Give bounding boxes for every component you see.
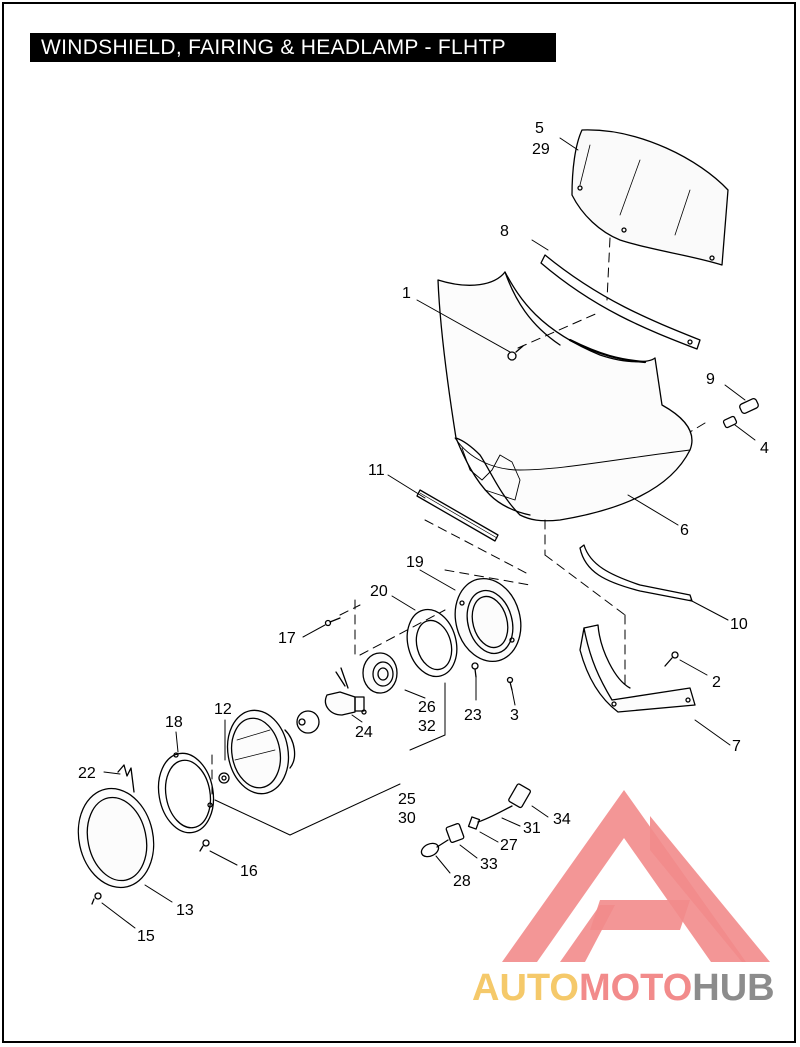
- callout-9: 9: [706, 371, 715, 388]
- screw: [199, 839, 210, 852]
- callout-1: 1: [402, 285, 411, 302]
- callout-32: 32: [418, 718, 436, 735]
- windshield: [571, 129, 729, 266]
- watermark-moto: MOTO: [579, 967, 692, 1009]
- callout-7: 7: [732, 738, 741, 755]
- windshield-fastener: [722, 398, 759, 429]
- screw: [324, 617, 341, 627]
- callout-11: 11: [368, 462, 385, 479]
- screw: [91, 892, 102, 905]
- mounting-bracket: [579, 544, 693, 602]
- screw: [507, 345, 524, 361]
- callout-20: 20: [370, 583, 388, 600]
- watermark-hub: HUB: [692, 967, 774, 1009]
- watermark-auto: AUTO: [472, 967, 579, 1009]
- screw: [361, 709, 367, 715]
- retaining-ring: [157, 752, 215, 834]
- screw: [664, 651, 679, 667]
- callout-18: 18: [165, 714, 183, 731]
- callout-23: 23: [464, 707, 482, 724]
- callout-labels: 5 29 8 1 9 4 6 11 10 2 7 19 20 17 26 32 …: [78, 120, 769, 945]
- page-title: WINDSHIELD, FAIRING & HEADLAMP - FLHTP: [30, 33, 556, 62]
- retaining-spring: [117, 764, 135, 793]
- callout-24: 24: [355, 724, 373, 741]
- screw: [506, 676, 514, 691]
- fairing: [437, 271, 693, 522]
- callout-26: 26: [418, 699, 436, 716]
- svg-text:AUTOMOTOHUB: AUTOMOTOHUB: [472, 967, 775, 1009]
- callout-19: 19: [406, 554, 424, 571]
- callout-34: 34: [553, 811, 571, 828]
- position-lamp-harness: [420, 783, 531, 858]
- callout-16: 16: [240, 863, 258, 880]
- callout-3: 3: [510, 707, 519, 724]
- lower-trim-strip: [416, 489, 499, 542]
- headlamp-mounting-ring: [454, 577, 522, 663]
- callout-13: 13: [176, 902, 194, 919]
- callout-12: 12: [214, 701, 232, 718]
- headlamp-bulb: [296, 667, 365, 734]
- callout-27: 27: [500, 837, 518, 854]
- callout-31: 31: [523, 820, 541, 837]
- callout-5: 5: [535, 120, 544, 137]
- callout-33: 33: [480, 856, 498, 873]
- automotohub-logo: [502, 790, 770, 962]
- headlamp-socket: [362, 652, 398, 694]
- callout-22: 22: [78, 765, 96, 782]
- callout-30: 30: [398, 810, 416, 827]
- callout-17: 17: [278, 630, 296, 647]
- windshield-trim-strip: [540, 254, 701, 350]
- callout-28: 28: [453, 873, 471, 890]
- callout-2: 2: [712, 674, 721, 691]
- callout-25: 25: [398, 791, 416, 808]
- headlamp-trim-ring: [77, 787, 155, 889]
- fairing-lower-bracket: [579, 624, 696, 713]
- screw: [471, 662, 479, 678]
- callout-29: 29: [532, 141, 550, 158]
- callout-10: 10: [730, 616, 748, 633]
- callout-6: 6: [680, 522, 689, 539]
- callout-8: 8: [500, 223, 509, 240]
- callout-15: 15: [137, 928, 155, 945]
- callout-4: 4: [760, 440, 769, 457]
- sealed-beam-headlamp: [218, 709, 296, 795]
- headlamp-housing-bracket: [406, 608, 458, 678]
- automotohub-watermark: AUTOMOTOHUB: [472, 790, 775, 1009]
